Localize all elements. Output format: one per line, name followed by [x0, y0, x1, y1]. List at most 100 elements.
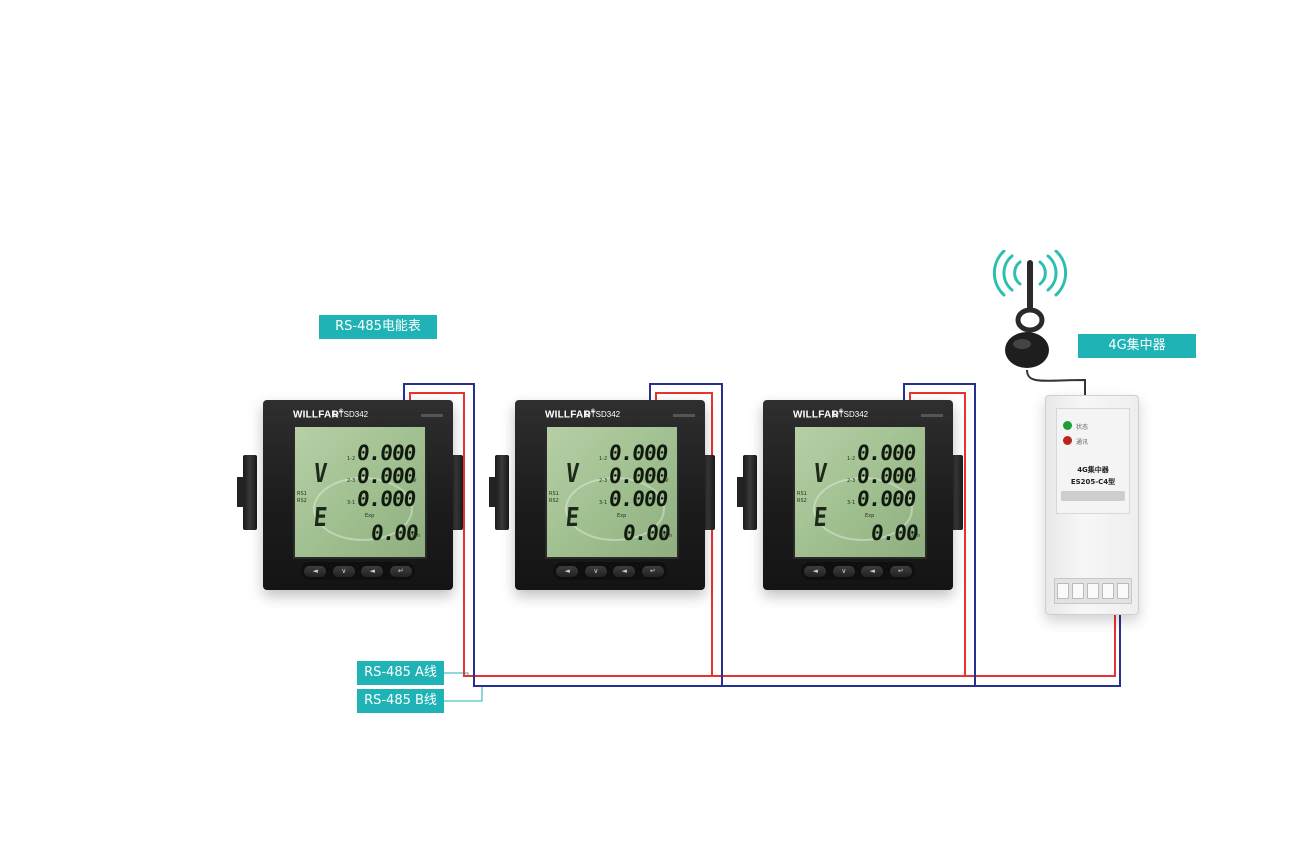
meter-tag: RS-485电能表 [319, 315, 437, 339]
lcd-row-label: 1-2 [599, 456, 608, 462]
antenna-cable [1026, 369, 1086, 398]
lcd-screen: V E 1-2 2-3 3-1 0.000 0.000 0.000 V RS1 … [293, 425, 427, 559]
lcd-reading: 0.000 [855, 487, 917, 511]
mount-clip [737, 455, 757, 530]
lcd-symbol-e: E [564, 503, 581, 533]
lcd-reading: 0.000 [607, 464, 669, 488]
lcd-reading: 0.000 [855, 464, 917, 488]
watermark-seal [565, 477, 665, 541]
meter-model: DTSD342 [333, 410, 369, 419]
lcd-exp-label: Exp [365, 513, 375, 519]
lcd-reading: 0.000 [607, 487, 669, 511]
collector-tag: 4G集中器 [1078, 334, 1196, 358]
comm-led-label: 通讯 [1076, 439, 1089, 446]
terminal-screw [1086, 583, 1099, 599]
lcd-row-label: 2-3 [347, 478, 356, 484]
lcd-unit-v: V [913, 478, 917, 484]
enter-key[interactable]: ↵ [389, 565, 412, 577]
collector-model: ES205-C4型 [1070, 478, 1116, 486]
lcd-symbol-e: E [812, 503, 829, 533]
status-led-label: 状态 [1076, 424, 1089, 431]
lcd-screen: V E 1-2 2-3 3-1 0.000 0.000 0.000 V RS1 … [545, 425, 679, 559]
back-key[interactable]: ◄ [361, 565, 384, 577]
lcd-symbol-v: V [312, 459, 329, 489]
meter-keypad: ◄ ∨ ◄ ↵ [553, 562, 667, 580]
lcd-exp-label: Exp [617, 513, 627, 519]
lcd-symbol-v: V [564, 459, 581, 489]
lcd-small-label: RS1 [797, 491, 807, 497]
lcd-small-label: RS2 [797, 498, 807, 504]
wire-a [409, 392, 1116, 677]
meter-indicator-bar [673, 414, 695, 417]
lcd-row-label: 2-3 [847, 478, 856, 484]
wire-b-leader [444, 686, 483, 702]
lcd-screen: V E 1-2 2-3 3-1 0.000 0.000 0.000 V RS1 … [793, 425, 927, 559]
meter-brand: WILLFAR® [293, 409, 344, 421]
lcd-row-label: 1-2 [847, 456, 856, 462]
wire-a-tag: RS-485 A线 [357, 661, 444, 685]
lcd-energy-unit: kWh [409, 533, 421, 539]
enter-key[interactable]: ↵ [889, 565, 912, 577]
lcd-unit-v: V [665, 478, 669, 484]
watermark-seal [313, 477, 413, 541]
lcd-reading: 0.000 [355, 441, 417, 465]
meter-model: DTSD342 [833, 410, 869, 419]
back-key[interactable]: ◄ [861, 565, 884, 577]
terminal-screw [1071, 583, 1084, 599]
meter-model: DTSD342 [585, 410, 621, 419]
wire-b-tag: RS-485 B线 [357, 689, 444, 713]
4g-collector: 状态 通讯 4G集中器 ES205-C4型 [1045, 395, 1139, 615]
meter-keypad: ◄ ∨ ◄ ↵ [801, 562, 915, 580]
watermark-seal [813, 477, 913, 541]
lcd-small-label: RS2 [297, 498, 307, 504]
energy-meter: WILLFAR® DTSD342 V E 1-2 2-3 3-1 0.000 0… [737, 400, 963, 590]
antenna-signal-icon [992, 250, 1068, 368]
mount-clip [237, 455, 257, 530]
energy-meter: WILLFAR® DTSD342 V E 1-2 2-3 3-1 0.000 0… [489, 400, 715, 590]
lcd-row-label: 3-1 [847, 500, 856, 506]
meter-brand: WILLFAR® [793, 409, 844, 421]
lcd-row-label: 2-3 [599, 478, 608, 484]
comm-led [1063, 436, 1072, 445]
left-key[interactable]: ◄ [804, 565, 827, 577]
lcd-reading: 0.000 [355, 487, 417, 511]
status-led [1063, 421, 1072, 430]
lcd-reading: 0.000 [355, 464, 417, 488]
meter-brand: WILLFAR® [545, 409, 596, 421]
lcd-energy-unit: kWh [909, 533, 921, 539]
meter-keypad: ◄ ∨ ◄ ↵ [301, 562, 415, 580]
wire-b [403, 383, 1121, 687]
lcd-row-label: 3-1 [347, 500, 356, 506]
lcd-symbol-e: E [312, 503, 329, 533]
down-key[interactable]: ∨ [584, 565, 607, 577]
down-key[interactable]: ∨ [332, 565, 355, 577]
lcd-energy-unit: kWh [661, 533, 673, 539]
terminal-screw [1102, 583, 1115, 599]
terminal-screw [1056, 583, 1069, 599]
lcd-small-label: RS2 [549, 498, 559, 504]
mount-clip [489, 455, 509, 530]
collector-panel: 状态 通讯 4G集中器 ES205-C4型 [1056, 408, 1130, 514]
left-key[interactable]: ◄ [304, 565, 327, 577]
lcd-small-label: RS1 [549, 491, 559, 497]
lcd-reading: 0.000 [855, 441, 917, 465]
back-key[interactable]: ◄ [613, 565, 636, 577]
meter-indicator-bar [421, 414, 443, 417]
lcd-reading: 0.000 [607, 441, 669, 465]
lcd-symbol-v: V [812, 459, 829, 489]
down-key[interactable]: ∨ [832, 565, 855, 577]
collector-stamp [1061, 491, 1125, 501]
collector-name: 4G集中器 [1077, 466, 1109, 474]
enter-key[interactable]: ↵ [641, 565, 664, 577]
lcd-row-label: 3-1 [599, 500, 608, 506]
energy-meter: WILLFAR® DTSD342 V E 1-2 2-3 3-1 0.000 0… [237, 400, 463, 590]
collector-terminal-block [1054, 578, 1132, 604]
lcd-small-label: RS1 [297, 491, 307, 497]
lcd-unit-v: V [413, 478, 417, 484]
left-key[interactable]: ◄ [556, 565, 579, 577]
lcd-row-label: 1-2 [347, 456, 356, 462]
terminal-screw [1117, 583, 1130, 599]
meter-indicator-bar [921, 414, 943, 417]
